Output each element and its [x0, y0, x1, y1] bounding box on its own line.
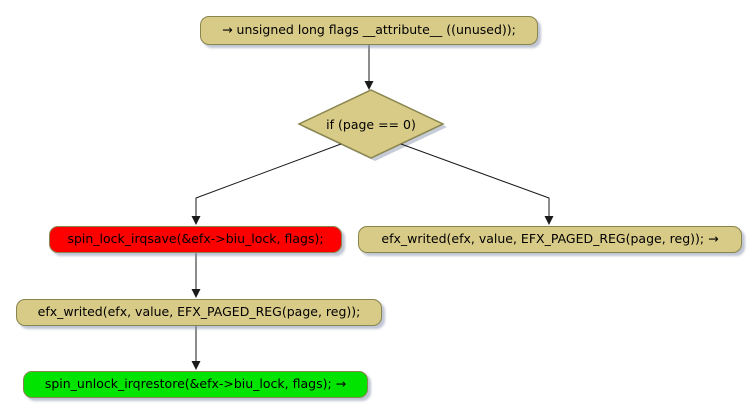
edge-condition-to-writepaged [400, 143, 550, 217]
arrowhead-condition-to-writepaged [544, 216, 554, 225]
decision-diamond-shape [297, 89, 445, 159]
arrowhead-start-to-condition [364, 81, 374, 90]
edge-condition-to-spinlock [195, 143, 342, 217]
arrowhead-write-to-spinunlock [191, 361, 201, 370]
decision-diamond-label: if (page == 0) [326, 116, 416, 132]
arrowhead-condition-to-spinlock [191, 216, 201, 225]
activity-node-spin-unlock: spin_unlock_irqrestore(&efx->biu_lock, f… [23, 371, 368, 398]
activity-node-write-reg: efx_writed(efx, value, EFX_PAGED_REG(pag… [16, 299, 382, 326]
activity-node-spin-lock: spin_lock_irqsave(&efx->biu_lock, flags)… [49, 226, 342, 253]
arrowhead-spinlock-to-write [191, 289, 201, 298]
activity-node-declare-flags: → unsigned long flags __attribute__ ((un… [200, 16, 538, 45]
activity-node-write-paged-reg: efx_writed(efx, value, EFX_PAGED_REG(pag… [358, 226, 742, 253]
